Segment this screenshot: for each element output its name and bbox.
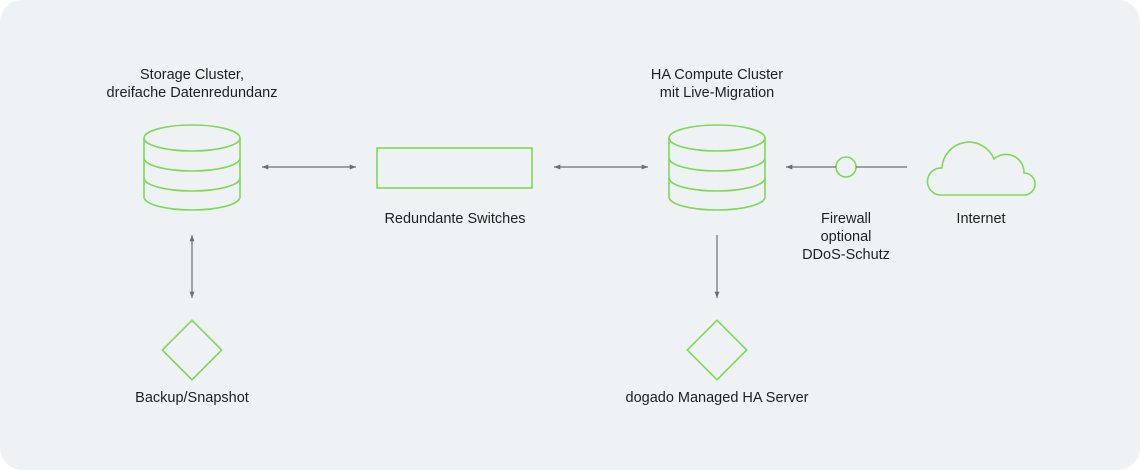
switch-box [376,147,533,189]
compute-cluster-label-line2: mit Live-Migration [659,85,775,101]
managed-server-label: dogado Managed HA Server [625,390,809,406]
storage-database-icon [143,124,241,211]
firewall-label: Firewall optional DDoS-Schutz [802,210,890,264]
managed-server-diamond-icon [686,319,748,381]
backup-label: Backup/Snapshot [135,390,249,406]
compute-cluster-label: HA Compute Cluster mit Live-Migration [651,66,783,102]
storage-cluster-label-line1: Storage Cluster, [140,67,244,83]
switches-label: Redundante Switches [384,211,526,227]
storage-cluster-label-line2: dreifache Datenredundanz [106,85,278,101]
compute-database-icon [668,124,766,211]
internet-label: Internet [956,211,1006,227]
firewall-label-line3: DDoS-Schutz [802,247,890,263]
firewall-node-icon [835,156,857,178]
backup-diamond-icon [161,319,223,381]
compute-cluster-label-line1: HA Compute Cluster [650,67,784,83]
firewall-label-line2: optional [820,229,872,245]
storage-cluster-label: Storage Cluster, dreifache Datenredundan… [107,66,278,102]
cloud-icon [926,141,1036,196]
firewall-label-line1: Firewall [821,211,871,227]
